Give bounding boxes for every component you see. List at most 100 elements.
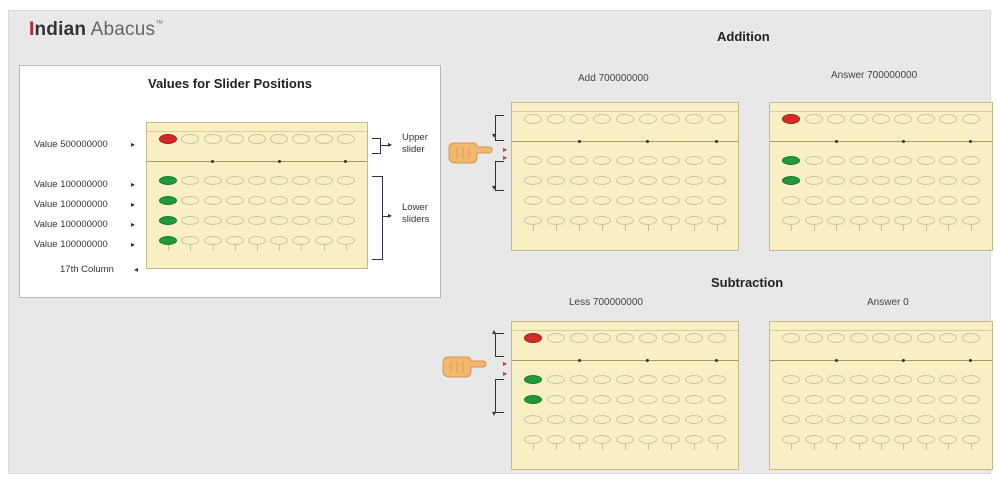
lower-bead[interactable]: [684, 395, 703, 404]
lower-bead[interactable]: [707, 196, 726, 205]
lower-bead[interactable]: [203, 216, 222, 225]
lower-bead[interactable]: [570, 395, 589, 404]
lower-bead[interactable]: [547, 216, 566, 225]
lower-bead[interactable]: [547, 176, 566, 185]
lower-bead[interactable]: [872, 176, 890, 185]
lower-bead[interactable]: [292, 216, 311, 225]
lower-bead[interactable]: [827, 176, 846, 185]
lower-bead[interactable]: [916, 415, 935, 424]
upper-bead[interactable]: [684, 114, 703, 124]
upper-bead[interactable]: [827, 333, 846, 343]
upper-bead[interactable]: [270, 134, 289, 144]
lower-bead[interactable]: [707, 216, 726, 225]
lower-bead[interactable]: [270, 196, 289, 205]
lower-bead[interactable]: [336, 216, 355, 225]
lower-bead[interactable]: [336, 236, 355, 245]
lower-bead[interactable]: [916, 435, 935, 444]
lower-bead[interactable]: [270, 236, 289, 245]
upper-bead[interactable]: [593, 333, 612, 343]
lower-bead[interactable]: [292, 176, 311, 185]
lower-bead[interactable]: [916, 395, 935, 404]
upper-bead[interactable]: [248, 134, 266, 144]
lower-bead[interactable]: [804, 395, 823, 404]
lower-bead[interactable]: [248, 176, 266, 185]
lower-bead[interactable]: [181, 196, 200, 205]
lower-bead[interactable]: [616, 415, 634, 424]
lower-bead[interactable]: [661, 196, 680, 205]
lower-bead[interactable]: [872, 435, 890, 444]
lower-bead[interactable]: [961, 196, 980, 205]
lower-bead[interactable]: [939, 435, 958, 444]
upper-bead[interactable]: [570, 333, 589, 343]
lower-bead[interactable]: [961, 156, 980, 165]
lower-bead[interactable]: [314, 176, 333, 185]
lower-bead[interactable]: [547, 196, 566, 205]
upper-bead[interactable]: [961, 114, 980, 124]
lower-bead[interactable]: [961, 415, 980, 424]
lower-bead[interactable]: [707, 375, 726, 384]
lower-bead[interactable]: [827, 196, 846, 205]
lower-bead[interactable]: [570, 156, 589, 165]
lower-bead[interactable]: [782, 435, 801, 444]
lower-bead[interactable]: [547, 156, 566, 165]
lower-bead[interactable]: [961, 216, 980, 225]
lower-bead[interactable]: [804, 435, 823, 444]
lower-bead[interactable]: [638, 156, 657, 165]
upper-bead[interactable]: [707, 333, 726, 343]
lower-bead[interactable]: [849, 415, 868, 424]
lower-bead[interactable]: [593, 435, 612, 444]
lower-bead[interactable]: [961, 395, 980, 404]
upper-bead[interactable]: [782, 333, 801, 343]
lower-bead[interactable]: [593, 415, 612, 424]
lower-bead-active[interactable]: [782, 156, 801, 165]
upper-bead[interactable]: [894, 114, 913, 124]
upper-bead[interactable]: [939, 333, 958, 343]
upper-bead[interactable]: [203, 134, 222, 144]
lower-bead[interactable]: [684, 176, 703, 185]
lower-bead[interactable]: [203, 176, 222, 185]
lower-bead[interactable]: [872, 375, 890, 384]
lower-bead[interactable]: [181, 216, 200, 225]
upper-bead[interactable]: [916, 114, 935, 124]
upper-bead[interactable]: [547, 333, 566, 343]
lower-bead[interactable]: [314, 196, 333, 205]
lower-bead[interactable]: [782, 216, 801, 225]
upper-bead-active[interactable]: [159, 134, 178, 144]
lower-bead[interactable]: [593, 375, 612, 384]
lower-bead-active[interactable]: [524, 395, 543, 404]
lower-bead[interactable]: [849, 395, 868, 404]
lower-bead[interactable]: [961, 176, 980, 185]
lower-bead[interactable]: [248, 216, 266, 225]
lower-bead[interactable]: [570, 176, 589, 185]
upper-bead-active[interactable]: [524, 333, 543, 343]
lower-bead[interactable]: [524, 415, 543, 424]
upper-bead[interactable]: [314, 134, 333, 144]
lower-bead[interactable]: [872, 415, 890, 424]
lower-bead[interactable]: [593, 176, 612, 185]
lower-bead[interactable]: [616, 435, 634, 444]
lower-bead[interactable]: [827, 415, 846, 424]
lower-bead[interactable]: [961, 375, 980, 384]
lower-bead[interactable]: [593, 156, 612, 165]
upper-bead[interactable]: [684, 333, 703, 343]
lower-bead[interactable]: [547, 435, 566, 444]
lower-bead[interactable]: [248, 236, 266, 245]
lower-bead[interactable]: [570, 415, 589, 424]
upper-bead[interactable]: [524, 114, 543, 124]
lower-bead[interactable]: [939, 395, 958, 404]
lower-bead[interactable]: [661, 395, 680, 404]
lower-bead[interactable]: [638, 435, 657, 444]
lower-bead[interactable]: [225, 176, 244, 185]
lower-bead[interactable]: [638, 375, 657, 384]
lower-bead[interactable]: [872, 156, 890, 165]
upper-bead[interactable]: [894, 333, 913, 343]
lower-bead[interactable]: [804, 156, 823, 165]
lower-bead[interactable]: [661, 156, 680, 165]
lower-bead[interactable]: [616, 196, 634, 205]
upper-bead[interactable]: [804, 114, 823, 124]
lower-bead[interactable]: [684, 435, 703, 444]
lower-bead[interactable]: [939, 156, 958, 165]
lower-bead[interactable]: [593, 216, 612, 225]
upper-bead[interactable]: [292, 134, 311, 144]
upper-bead[interactable]: [961, 333, 980, 343]
